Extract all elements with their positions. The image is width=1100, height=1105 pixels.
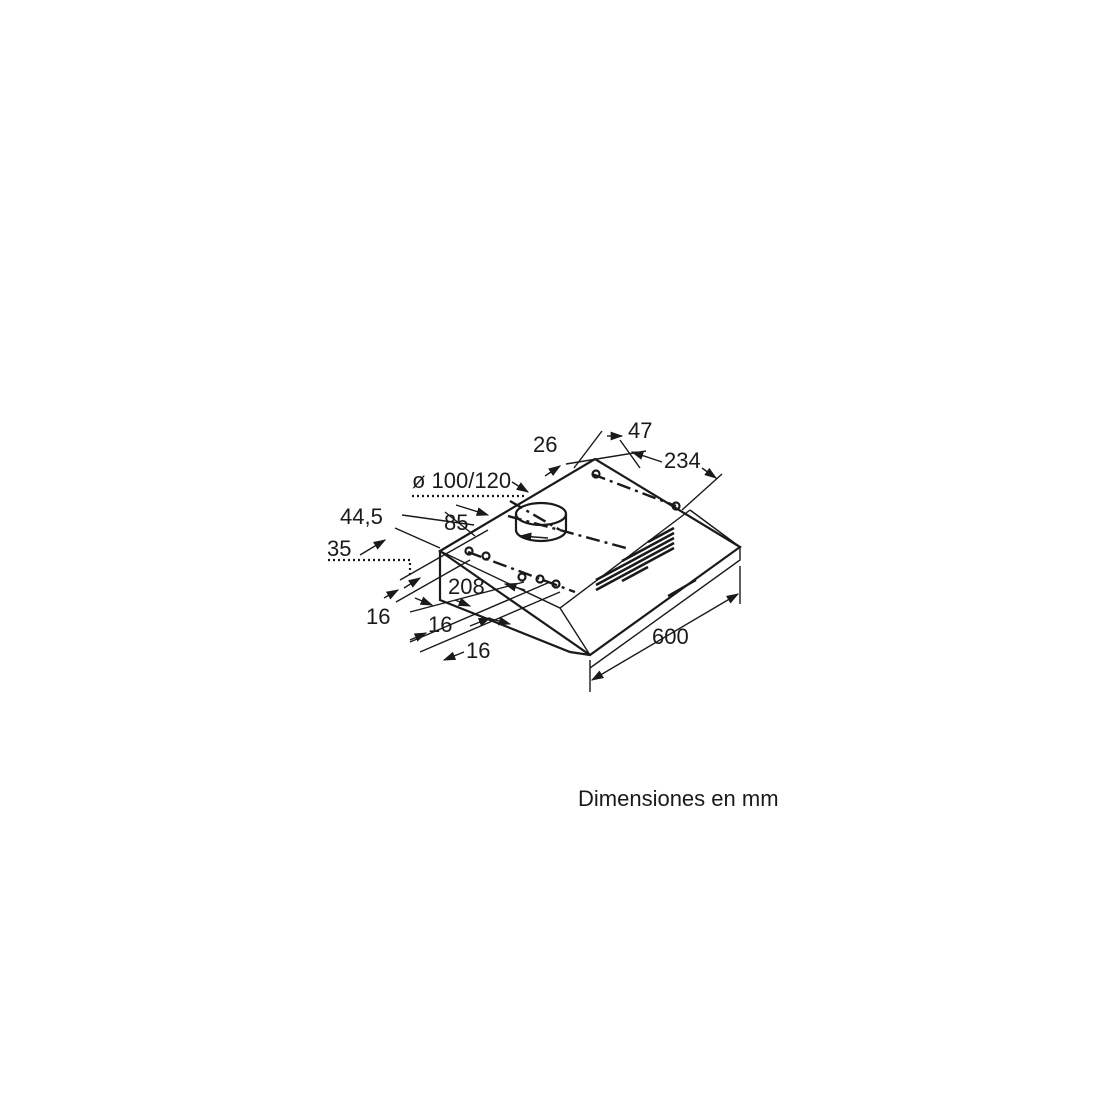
dim-label-47: 47 <box>628 418 652 443</box>
dim-label-35: 35 <box>327 536 351 561</box>
dim-label-234: 234 <box>664 448 701 473</box>
control-strip <box>667 579 697 597</box>
hood-front-edge <box>559 607 591 656</box>
dim-label-44-5: 44,5 <box>340 504 383 529</box>
dim-label-16-bottom: 16 <box>466 638 490 663</box>
duct-collar <box>514 501 568 543</box>
hood-bottom-edge <box>589 547 741 669</box>
dim-label-duct-diameter: ø 100/120 <box>412 468 511 493</box>
mounting-holes <box>464 469 681 589</box>
hood-right-ridge <box>689 509 741 548</box>
dimension-lines <box>328 430 741 692</box>
dimension-labels: 26 47 234 ø 100/120 44,5 85 35 208 16 16… <box>327 418 701 663</box>
dim-label-208: 208 <box>448 574 485 599</box>
dim-label-16-left: 16 <box>366 604 390 629</box>
dim-label-600: 600 <box>652 624 689 649</box>
hood-body <box>437 457 742 669</box>
dim-label-16-middle: 16 <box>428 612 452 637</box>
hood-left-side <box>438 551 591 657</box>
vent-grille <box>595 526 675 592</box>
dim-label-26: 26 <box>533 432 557 457</box>
units-caption: Dimensiones en mm <box>578 786 779 811</box>
dim-label-85: 85 <box>444 510 468 535</box>
